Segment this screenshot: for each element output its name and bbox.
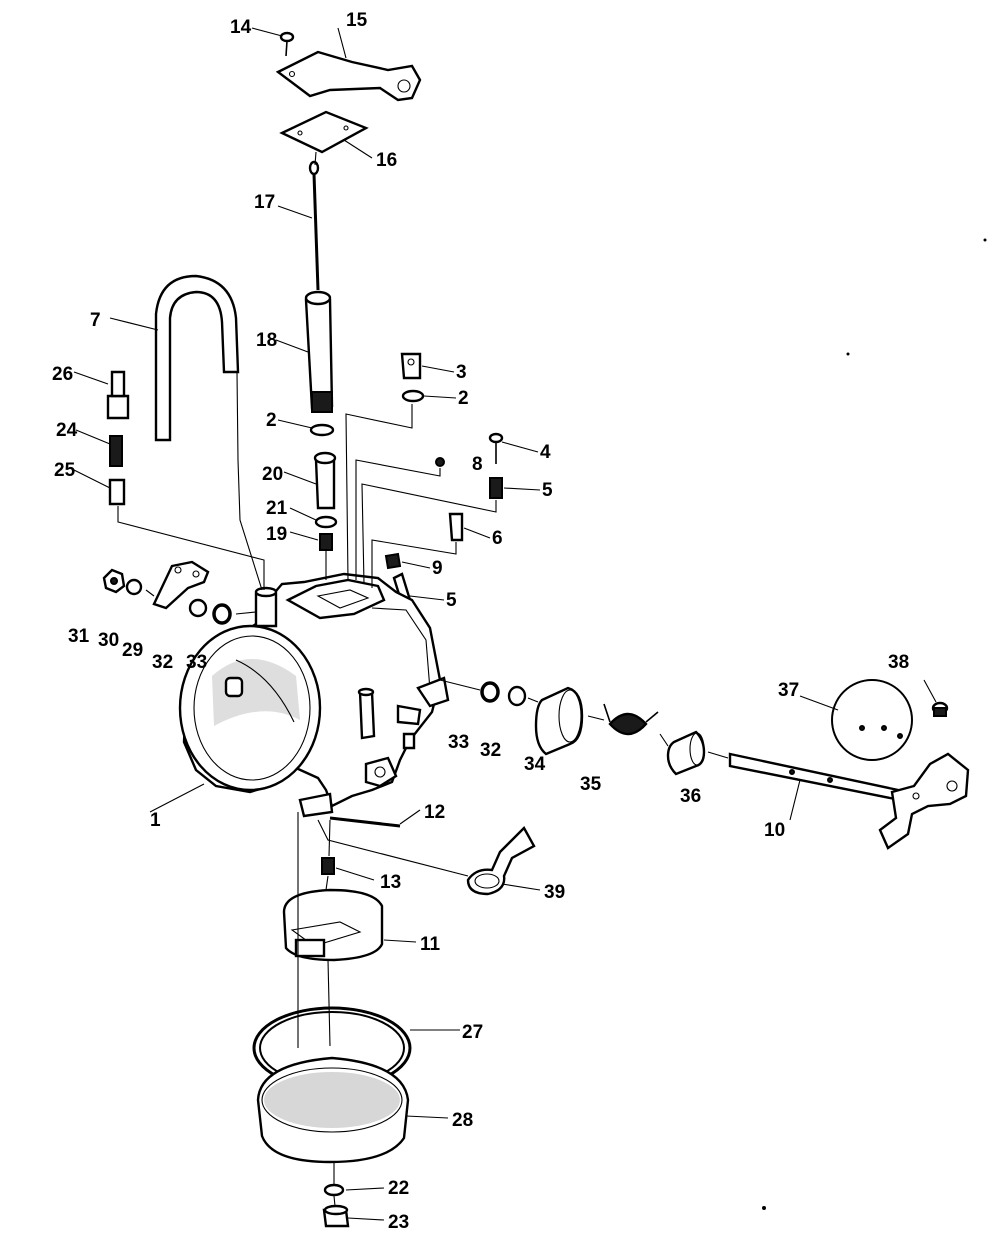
part-24-spring <box>109 435 123 467</box>
callout-16: 16 <box>376 150 397 171</box>
callout-28: 28 <box>452 1110 473 1131</box>
callout-11: 11 <box>420 934 441 955</box>
part-7-vent-hose <box>154 274 240 442</box>
part-33-seal-left <box>212 603 232 625</box>
part-28-float-bowl <box>256 1056 410 1164</box>
part-4-screw <box>488 432 504 464</box>
callout-25: 25 <box>54 460 76 481</box>
part-15-top-cover-bracket <box>275 50 422 102</box>
scan-speck <box>846 352 850 356</box>
part-9-pilot-screw <box>384 552 402 570</box>
callout-29: 29 <box>122 640 143 661</box>
callout-37: 37 <box>778 680 799 701</box>
part-22-washer <box>323 1183 345 1197</box>
callout-19: 19 <box>266 524 287 545</box>
callout-6: 6 <box>492 528 503 549</box>
part-35-return-spring <box>603 703 659 736</box>
leader-lines <box>73 27 937 1221</box>
part-12-pin <box>329 816 401 828</box>
callout-17: 17 <box>254 192 275 213</box>
part-3-fitting <box>400 352 422 380</box>
callout-38: 38 <box>888 652 909 673</box>
part-23-drain-plug <box>322 1204 350 1228</box>
part-6-idle-screw <box>448 512 464 542</box>
part-11-float <box>282 888 384 962</box>
part-21-washer <box>314 515 338 529</box>
part-10-throttle-shaft <box>728 752 970 850</box>
callout-35: 35 <box>580 774 602 795</box>
part-5-spring-upper <box>489 477 503 499</box>
callout-33-right: 33 <box>448 732 469 753</box>
part-38-screw <box>931 701 949 717</box>
part-13-float-needle <box>321 857 335 875</box>
part-33-seal-right <box>480 681 500 703</box>
part-26-fitting <box>106 370 130 420</box>
callout-4: 4 <box>540 442 551 463</box>
part-19-main-jet <box>319 533 333 551</box>
part-16-gasket <box>279 110 369 154</box>
callout-32-right: 32 <box>480 740 501 761</box>
part-25-plunger <box>108 478 126 506</box>
callout-2-right: 2 <box>458 388 469 409</box>
part-2-washer-right <box>401 389 425 403</box>
callout-22: 22 <box>388 1178 409 1199</box>
callout-20: 20 <box>262 464 283 485</box>
callout-23: 23 <box>388 1212 409 1233</box>
callout-26: 26 <box>52 364 73 385</box>
part-32-washer-right <box>507 685 527 707</box>
part-34-bushing <box>534 686 584 756</box>
part-2-washer <box>309 423 335 437</box>
part-17-needle <box>308 160 320 291</box>
part-14-screw <box>279 31 295 57</box>
callout-5-upper: 5 <box>542 480 553 501</box>
callout-12: 12 <box>424 802 445 823</box>
part-1-carburetor-body <box>178 572 450 818</box>
callout-2-left: 2 <box>266 410 277 431</box>
callout-18: 18 <box>256 330 277 351</box>
callout-30: 30 <box>98 630 119 651</box>
callout-24: 24 <box>56 420 78 441</box>
callout-3: 3 <box>456 362 467 383</box>
callout-33-left: 33 <box>186 652 207 673</box>
part-30-washer <box>125 578 143 596</box>
callout-34: 34 <box>524 754 546 775</box>
callout-14: 14 <box>230 17 252 38</box>
callout-39: 39 <box>544 882 565 903</box>
part-37-throttle-plate <box>831 679 913 761</box>
callout-9: 9 <box>432 558 443 579</box>
callout-21: 21 <box>266 498 288 519</box>
assembly-lines <box>117 151 729 1207</box>
part-8-ball <box>435 457 445 467</box>
part-31-nut <box>102 568 126 594</box>
part-20-jet-holder <box>313 451 337 510</box>
callout-15: 15 <box>346 10 368 31</box>
part-18-slide <box>304 290 334 413</box>
callout-31: 31 <box>68 626 90 647</box>
callout-5-lower: 5 <box>446 590 457 611</box>
callout-13: 13 <box>380 872 401 893</box>
part-29-lever <box>152 560 210 610</box>
callout-7: 7 <box>90 310 101 331</box>
part-32-washer-left <box>188 598 208 618</box>
scan-speck <box>983 238 987 242</box>
callout-10: 10 <box>764 820 785 841</box>
callout-27: 27 <box>462 1022 483 1043</box>
callout-labels: 14 15 16 17 7 18 26 24 25 2 20 21 19 3 2… <box>52 10 909 1233</box>
scan-speck <box>762 1206 766 1210</box>
part-36-sleeve <box>666 730 706 776</box>
callout-32-left: 32 <box>152 652 173 673</box>
callout-36: 36 <box>680 786 701 807</box>
callout-1: 1 <box>150 810 161 831</box>
part-39-choke-lever <box>466 826 536 896</box>
callout-8: 8 <box>472 454 483 475</box>
